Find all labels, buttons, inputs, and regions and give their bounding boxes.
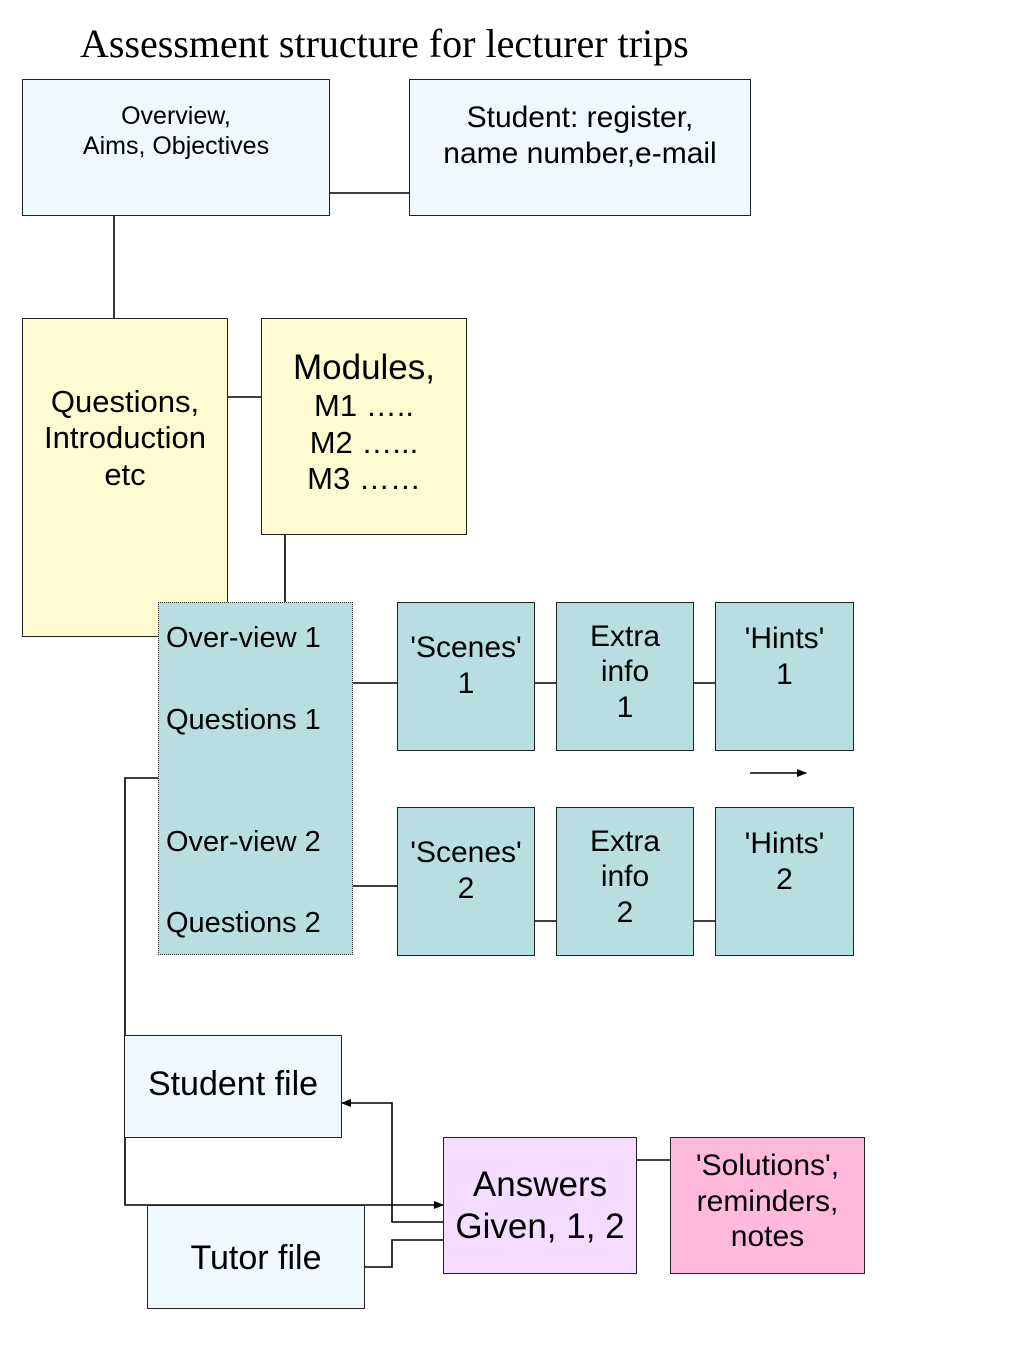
scenes-2-line-2: 2 bbox=[457, 871, 475, 905]
questions-intro-line-3: etc bbox=[104, 456, 146, 492]
student-register-line-1: Student: register, bbox=[466, 101, 694, 135]
overview-line-1: Overview, bbox=[121, 102, 231, 130]
hints-2-box: 'Hints' 2 bbox=[715, 807, 854, 956]
questions-intro-line-1: Questions, bbox=[50, 383, 200, 419]
questions-intro-box: Questions, Introduction etc bbox=[22, 318, 228, 637]
hints-2-line-1: 'Hints' bbox=[744, 827, 825, 861]
solutions-box: 'Solutions', reminders, notes bbox=[670, 1137, 865, 1274]
scenes-2-box: 'Scenes' 2 bbox=[397, 807, 535, 956]
hints-1-line-1: 'Hints' bbox=[744, 622, 825, 656]
modules-m2: M2 …... bbox=[309, 424, 419, 460]
overview-line-2: Aims, Objectives bbox=[82, 131, 270, 160]
extra-info-1-box: Extra info 1 bbox=[556, 602, 694, 751]
answers-line-1: Answers bbox=[472, 1165, 608, 1205]
student-register-box: Student: register, name number,e-mail bbox=[409, 79, 751, 216]
answers-box: Answers Given, 1, 2 bbox=[443, 1137, 637, 1274]
hints-2-line-2: 2 bbox=[776, 862, 793, 896]
student-file-box: Student file bbox=[124, 1035, 342, 1138]
answers-to-tutor-file-arrow bbox=[341, 1239, 443, 1271]
solutions-line-2: reminders, bbox=[696, 1184, 839, 1218]
solutions-line-3: notes bbox=[730, 1220, 805, 1254]
scenes-1-line-1: 'Scenes' bbox=[410, 631, 522, 665]
extra-info-2-line-3: 2 bbox=[616, 895, 634, 929]
diagram-title: Assessment structure for lecturer trips bbox=[80, 21, 689, 66]
hints-1-line-2: 1 bbox=[776, 657, 793, 691]
tutor-file-box: Tutor file bbox=[147, 1205, 365, 1309]
questions-2-label: Questions 2 bbox=[166, 907, 321, 939]
modules-m3: M3 …… bbox=[307, 461, 421, 497]
extra-info-2-line-2: info bbox=[600, 860, 650, 894]
questions-intro-line-2: Introduction bbox=[44, 420, 206, 456]
extra-info-2-line-1: Extra bbox=[589, 825, 661, 858]
overview-questions-box: Over-view 1 Questions 1 Over-view 2 Ques… bbox=[158, 602, 353, 955]
overview-box: Overview, Aims, Objectives bbox=[22, 79, 330, 216]
scenes-2-line-1: 'Scenes' bbox=[410, 836, 522, 870]
solutions-line-1: 'Solutions', bbox=[695, 1149, 840, 1183]
student-file-label: Student file bbox=[147, 1065, 319, 1104]
overview-1-label: Over-view 1 bbox=[166, 622, 321, 654]
overview-2-label: Over-view 2 bbox=[166, 826, 321, 858]
extra-info-1-line-1: Extra bbox=[589, 620, 661, 653]
extra-info-1-line-2: info bbox=[600, 655, 650, 689]
extra-info-2-box: Extra info 2 bbox=[556, 807, 694, 956]
modules-box: Modules, M1 ….. M2 …... M3 …… bbox=[261, 318, 467, 535]
extra-info-1-line-3: 1 bbox=[616, 690, 634, 724]
modules-m1: M1 ….. bbox=[314, 388, 414, 424]
hints-1-box: 'Hints' 1 bbox=[715, 602, 854, 751]
modules-heading: Modules, bbox=[292, 348, 436, 387]
tutor-file-label: Tutor file bbox=[190, 1238, 322, 1277]
student-register-line-2: name number,e-mail bbox=[443, 136, 717, 170]
answers-to-student-file-arrow bbox=[341, 1099, 443, 1223]
questions-1-label: Questions 1 bbox=[166, 704, 321, 736]
answers-line-2: Given, 1, 2 bbox=[455, 1206, 625, 1246]
scenes-1-box: 'Scenes' 1 bbox=[397, 602, 535, 751]
scenes-1-line-2: 1 bbox=[457, 666, 475, 700]
